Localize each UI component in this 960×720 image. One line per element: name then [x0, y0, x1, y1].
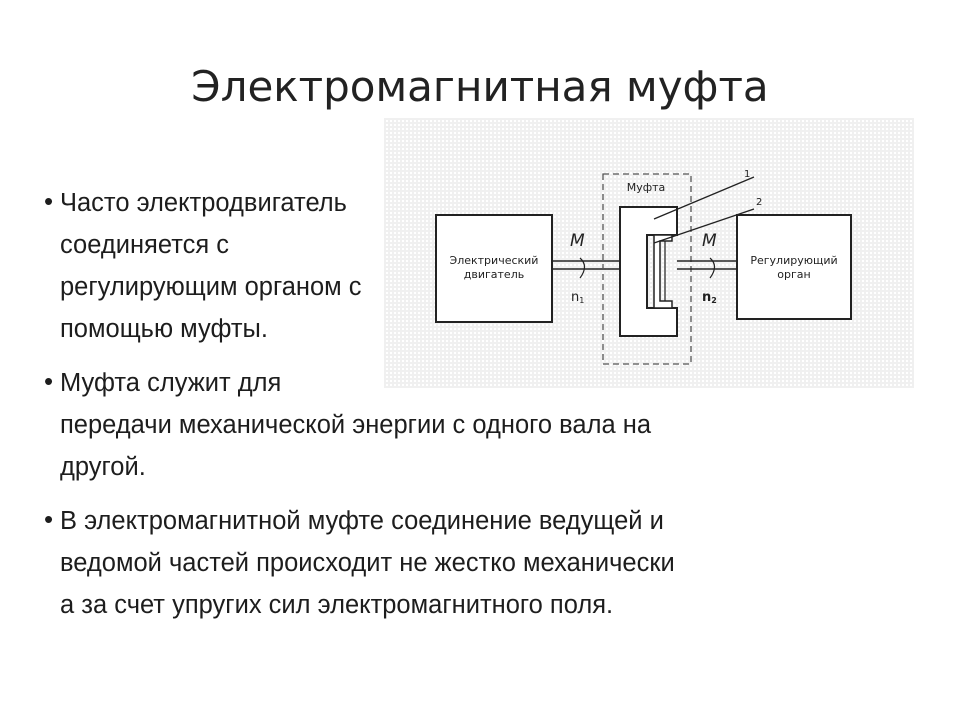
bullet-2-line-3: другой.	[60, 453, 146, 481]
slide-title: Электромагнитная муфта	[191, 62, 769, 111]
bullet-2-line-1: Муфта служит для	[60, 369, 282, 397]
bullet-item-2: Муфта служит для передачи механической э…	[44, 360, 924, 488]
bullet-1-line-3: регулирующим органом с	[60, 273, 362, 301]
bullet-item-1: Часто электродвигатель соединяется с рег…	[44, 180, 924, 350]
bullet-3-line-1: В электромагнитной муфте соединение веду…	[60, 507, 664, 535]
bullet-2-line-2: передачи механической энергии с одного в…	[60, 411, 651, 439]
bullet-1-line-4: помощью муфты.	[60, 315, 268, 343]
bullet-3-line-2: ведомой частей происходит не жестко меха…	[60, 549, 675, 577]
lead-1-label: 1	[744, 169, 750, 180]
bullet-3-line-3: а за счет упругих сил электромагнитного …	[60, 591, 614, 619]
bullet-list: Часто электродвигатель соединяется с рег…	[44, 180, 924, 638]
bullet-1-line-1: Часто электродвигатель	[60, 189, 347, 217]
bullet-item-3: В электромагнитной муфте соединение веду…	[44, 498, 924, 626]
bullet-1-line-2: соединяется с	[60, 231, 229, 259]
